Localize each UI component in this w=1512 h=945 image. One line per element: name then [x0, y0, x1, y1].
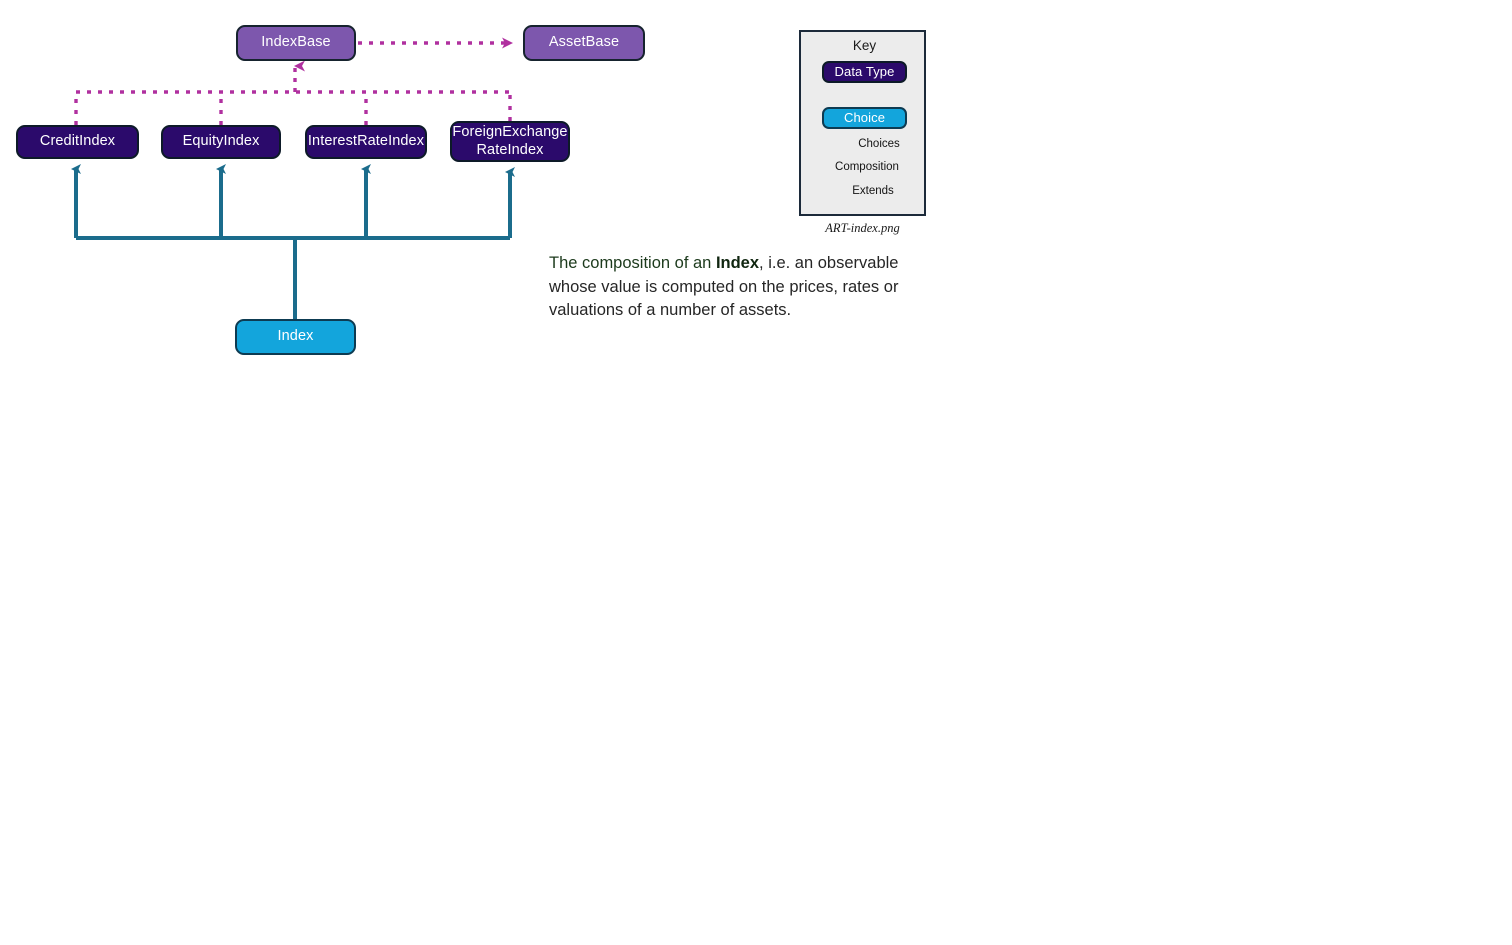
description-emphasis: Index — [715, 254, 760, 272]
node-equityindex[interactable]: EquityIndex — [161, 125, 281, 159]
fx-label-line1: ForeignExchange — [452, 124, 568, 141]
node-equityindex-label: EquityIndex — [182, 133, 260, 150]
node-interestrateindex-label: InterestRateIndex — [307, 133, 425, 150]
key-caption: ART-index.png — [825, 221, 900, 235]
node-assetbase-label: AssetBase — [548, 34, 620, 51]
node-indexbase-label: IndexBase — [261, 34, 331, 51]
key-title: Key — [852, 38, 877, 53]
edge-choices-bus — [71, 164, 515, 321]
key-label-extends: Extends — [852, 185, 894, 197]
key-panel: Key Data Type Choice Choices Composition… — [799, 30, 926, 216]
node-foreignexchangerateindex-label: ForeignExchange RateIndex — [452, 124, 567, 158]
node-indexbase[interactable]: IndexBase — [236, 25, 356, 61]
key-swatch-choice-label: Choice — [843, 110, 886, 126]
description-lead: The composition of an — [549, 254, 716, 272]
key-label-composition: Composition — [835, 161, 899, 173]
diagram-description: The composition of an Index, i.e. an obs… — [549, 252, 929, 323]
node-assetbase[interactable]: AssetBase — [523, 25, 645, 61]
node-creditindex-label: CreditIndex — [39, 133, 116, 150]
key-swatch-data-type: Data Type — [822, 61, 907, 83]
key-label-choices: Choices — [858, 138, 900, 150]
node-index-label: Index — [277, 328, 314, 345]
description-tail: , i.e. an observable whose value is comp… — [549, 254, 899, 319]
node-foreignexchangerateindex[interactable]: ForeignExchange RateIndex — [450, 121, 570, 162]
node-interestrateindex[interactable]: InterestRateIndex — [305, 125, 427, 159]
node-creditindex[interactable]: CreditIndex — [16, 125, 139, 159]
node-index[interactable]: Index — [235, 319, 356, 355]
fx-label-line2: RateIndex — [476, 141, 544, 158]
edge-extends-bus — [74, 60, 512, 125]
key-swatch-data-type-label: Data Type — [834, 64, 895, 80]
key-swatch-choice: Choice — [822, 107, 907, 129]
